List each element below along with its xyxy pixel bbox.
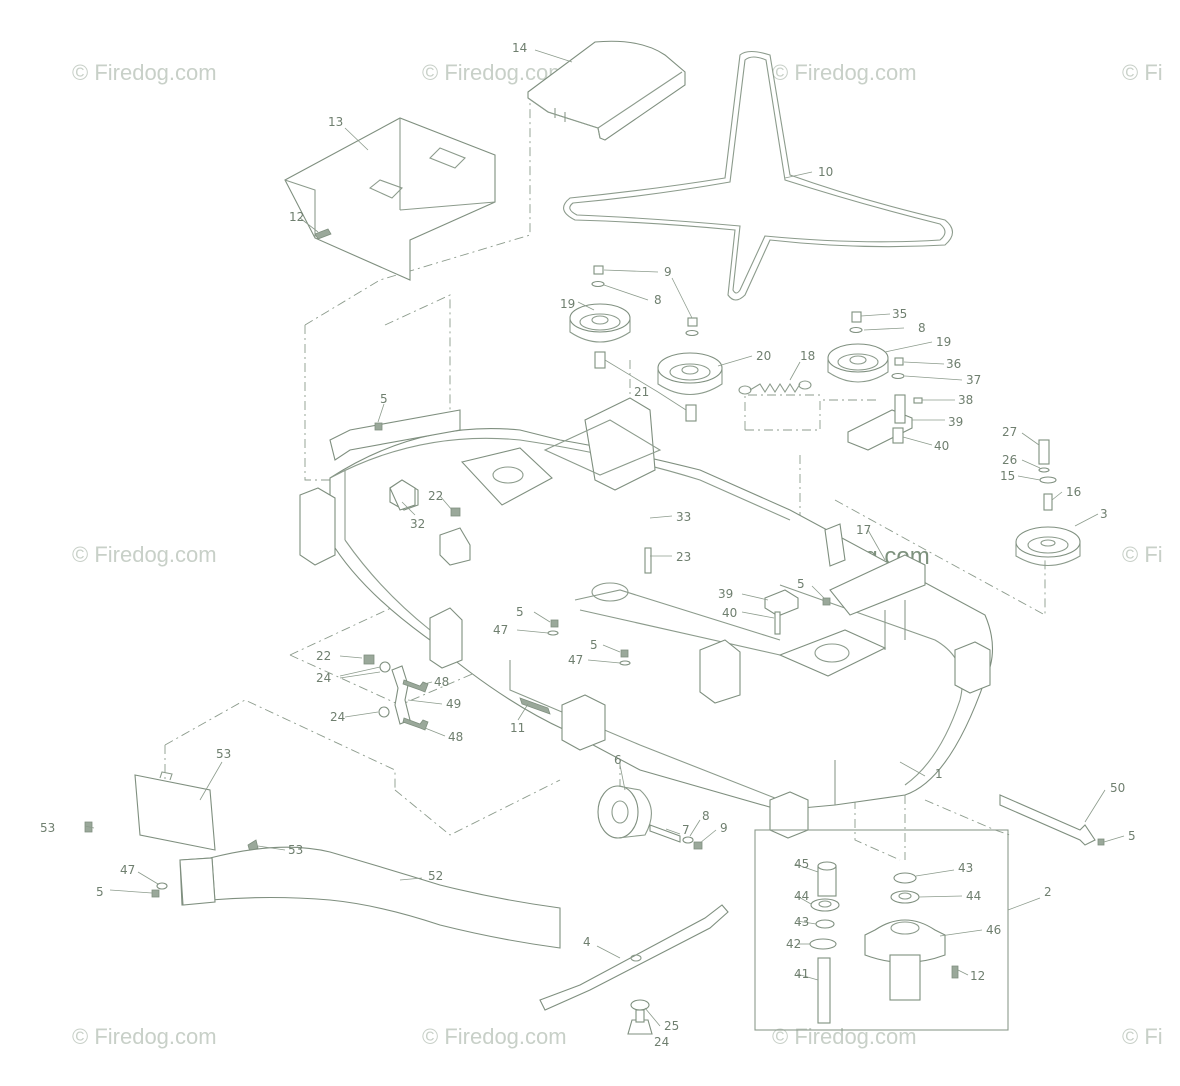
callout-7: 7: [682, 823, 690, 837]
callout-47: 47: [120, 863, 135, 877]
callout-5: 5: [380, 392, 388, 406]
callout-47: 47: [568, 653, 583, 667]
callout-48: 48: [434, 675, 449, 689]
callout-5: 5: [516, 605, 524, 619]
callout-34: 36: [946, 357, 961, 371]
callout-39: 39: [718, 587, 733, 601]
callout-18: 18: [800, 349, 815, 363]
part-52-deflector: [179, 846, 561, 949]
callout-41: 41: [794, 967, 809, 981]
callout-49: 49: [446, 697, 461, 711]
callout-25: 24: [654, 1035, 669, 1049]
callout-38: 40: [934, 439, 949, 453]
callout-8: 8: [702, 809, 710, 823]
callout-40: 40: [722, 606, 737, 620]
callout-35: 37: [966, 373, 981, 387]
callout-12: 12: [970, 969, 985, 983]
callout-5: 5: [96, 885, 104, 899]
callout-32: 33: [676, 510, 691, 524]
callout-45: 45: [794, 857, 809, 871]
callout-31: 32: [410, 517, 425, 531]
part-10-drive-belt: [563, 50, 954, 301]
callout-labels: 14 13 12 10 9 8 19 20 18 21 35 8 19 36 3…: [40, 41, 1136, 1049]
callout-53: 53: [288, 843, 303, 857]
callout-17: 17: [856, 523, 871, 537]
part-2-spindle-assembly: [754, 829, 1009, 1031]
part-13-belt-shield: [284, 117, 496, 281]
callout-9: 9: [720, 821, 728, 835]
watermark-partial: © Fi: [1122, 542, 1163, 567]
watermark: © Firedog.com: [72, 60, 217, 85]
part-19-idler-pulley-left: [569, 303, 631, 343]
callout-8: 8: [654, 293, 662, 307]
part-3-spindle-pulley: [1015, 526, 1081, 566]
callout-36: 38: [958, 393, 973, 407]
callout-19: 19: [936, 335, 951, 349]
callout-48: 48: [448, 730, 463, 744]
callout-43: 43: [958, 861, 973, 875]
callout-27: 26: [1002, 453, 1017, 467]
callout-20: 20: [756, 349, 771, 363]
callout-33: 35: [892, 307, 907, 321]
part-14-top-cover: [527, 40, 686, 141]
part-1-deck-housing: [299, 397, 993, 839]
callout-21: 21: [634, 385, 649, 399]
part-51-plate: [134, 771, 216, 851]
callout-8: 8: [918, 321, 926, 335]
callout-26: 25: [664, 1019, 679, 1033]
callout-42: 42: [786, 937, 801, 951]
callout-5: 5: [797, 577, 805, 591]
callout-22: 22: [316, 649, 331, 663]
callout-1: 1: [935, 767, 943, 781]
callout-16: 16: [1066, 485, 1081, 499]
callout-2: 2: [1044, 885, 1052, 899]
callout-4: 4: [583, 935, 591, 949]
callout-5: 5: [1128, 829, 1136, 843]
callout-13: 13: [328, 115, 343, 129]
callout-37: 39: [948, 415, 963, 429]
callout-9: 9: [664, 265, 672, 279]
watermark: © Firedog.com: [772, 60, 917, 85]
callout-15: 15: [1000, 469, 1015, 483]
callout-24: 24: [330, 710, 345, 724]
watermark-partial: © Fi: [1122, 1024, 1163, 1049]
callout-28: 27: [1002, 425, 1017, 439]
callout-24: 24: [316, 671, 331, 685]
part-19-idler-pulley-right: [827, 343, 889, 383]
callout-6: 6: [614, 753, 622, 767]
watermark: © Firedog.com: [422, 1024, 567, 1049]
part-4-blade: [539, 904, 729, 1035]
watermark: © Firedog.com: [72, 542, 217, 567]
callout-19: 19: [560, 297, 575, 311]
callout-50: 50: [1110, 781, 1125, 795]
watermark-partial: © Fi: [1122, 60, 1163, 85]
callout-11: 11: [510, 721, 525, 735]
leader-lines: [84, 49, 1125, 1027]
hardware: [84, 228, 1105, 979]
callout-5: 5: [590, 638, 598, 652]
callout-43: 43: [794, 915, 809, 929]
callout-52: 52: [428, 869, 443, 883]
callout-47: 47: [493, 623, 508, 637]
watermark: © Firedog.com: [72, 1024, 217, 1049]
callout-10: 10: [818, 165, 833, 179]
callout-23: 23: [676, 550, 691, 564]
callout-53: 53: [40, 821, 55, 835]
callout-44: 44: [966, 889, 981, 903]
callout-51: 53: [216, 747, 231, 761]
watermark: © Firedog.com: [772, 1024, 917, 1049]
callout-12: 12: [289, 210, 304, 224]
callout-46: 46: [986, 923, 1001, 937]
callout-44: 44: [794, 889, 809, 903]
callout-3: 3: [1100, 507, 1108, 521]
part-20-idler-pulley-center: [657, 352, 723, 395]
callout-22: 22: [428, 489, 443, 503]
callout-14: 14: [512, 41, 527, 55]
